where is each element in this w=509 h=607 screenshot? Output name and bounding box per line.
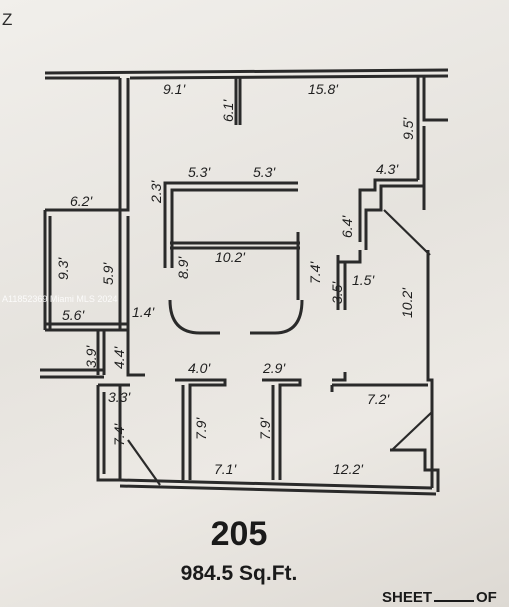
dim-label: 3.5' xyxy=(329,281,345,304)
dim-label: 4.3' xyxy=(376,161,399,177)
dim-label: 6.1' xyxy=(220,99,236,122)
dim-label: 8.9' xyxy=(175,256,191,279)
wall-right-lower xyxy=(426,250,434,440)
dim-label: 10.2' xyxy=(399,287,415,318)
dim-label: 7.4' xyxy=(307,261,323,284)
unit-area: 984.5 Sq.Ft. xyxy=(180,562,298,585)
dim-label: 12.2' xyxy=(333,461,364,477)
dim-label: 7.9' xyxy=(257,417,273,440)
door-swing-upper-right xyxy=(383,209,431,256)
dim-label: 3.9' xyxy=(83,345,99,368)
dim-label: 7.9' xyxy=(193,417,209,440)
wall-partition-top xyxy=(234,78,242,125)
dim-label: 9.5' xyxy=(400,117,416,140)
dim-label: 9.3' xyxy=(55,257,71,280)
wall-bottom-room-a xyxy=(175,378,227,480)
wall-partition-mid xyxy=(336,250,362,310)
dim-label: 2.9' xyxy=(262,360,286,376)
wall-partition-lower-right xyxy=(330,372,428,392)
unit-number: 205 xyxy=(210,515,268,553)
sheet-of-label: OF xyxy=(476,589,497,606)
dim-label: 1.4' xyxy=(132,304,155,320)
wall-left-lower xyxy=(96,383,130,482)
dim-label: 2.3' xyxy=(148,180,164,204)
door-swing-lower-left xyxy=(127,439,161,486)
wall-step-right xyxy=(358,178,424,250)
dim-label: 10.2' xyxy=(215,249,246,265)
dim-label: 3.3' xyxy=(108,389,131,405)
dim-label: 7.4' xyxy=(111,423,127,446)
wall-top-inner xyxy=(45,74,449,80)
sheet-footer: SHEET OF xyxy=(382,589,497,606)
wall-room-inner-bottom xyxy=(168,299,304,335)
dim-label: 6.2' xyxy=(70,193,93,209)
corner-label: Z xyxy=(2,10,13,29)
wall-left-upper xyxy=(118,78,130,212)
wall-left-block xyxy=(40,330,145,379)
door-swing-lower-right xyxy=(391,411,433,451)
dim-label: 7.2' xyxy=(367,391,390,407)
wall-bottom-room-b xyxy=(262,378,302,480)
dim-label: 4.0' xyxy=(188,360,211,376)
wall-room-inner xyxy=(170,232,300,300)
wall-bottom xyxy=(119,440,437,496)
dim-label: 9.1' xyxy=(163,81,186,97)
sheet-blank-line xyxy=(434,600,475,602)
dim-label: 7.1' xyxy=(214,461,237,477)
wall-right-upper xyxy=(416,76,448,210)
dim-label: 1.5' xyxy=(352,272,375,288)
wall-left-room xyxy=(43,208,130,340)
floor-plan-drawing xyxy=(40,68,449,496)
dim-label: 5.9' xyxy=(100,262,116,285)
dim-label: 5.3' xyxy=(253,164,276,180)
dim-label: 5.6' xyxy=(62,307,85,323)
dim-label: 15.8' xyxy=(308,81,339,97)
dim-label: 4.4' xyxy=(111,346,127,369)
wall-bottom-notch xyxy=(390,448,440,492)
dimension-labels: 9.1' 15.8' 6.1' 9.5' 4.3' 5.3' 5.3' 2.3'… xyxy=(55,81,416,477)
dim-label: 5.3' xyxy=(188,164,211,180)
watermark-text: A11852369 Miami MLS 2024 xyxy=(2,294,118,304)
dim-label: 6.4' xyxy=(339,215,355,238)
wall-top xyxy=(44,68,449,75)
sheet-label: SHEET xyxy=(382,589,433,606)
